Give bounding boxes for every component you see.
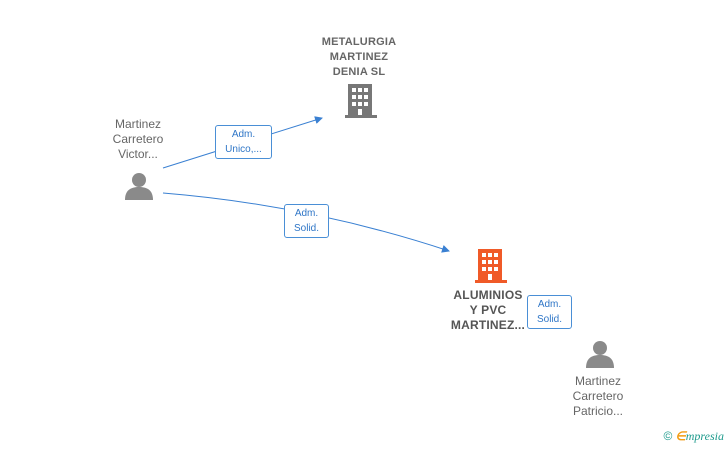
company-aluminios-label[interactable]: ALUMINIOS Y PVC MARTINEZ...: [450, 288, 526, 332]
building-icon[interactable]: [475, 249, 507, 283]
copyright-symbol: ©: [663, 429, 673, 443]
person-icon[interactable]: [585, 340, 615, 368]
edge-label-adm-solid[interactable]: Adm. Solid.: [284, 204, 329, 238]
person-icon[interactable]: [124, 172, 154, 200]
company-metalurgia-label[interactable]: METALURGIA MARTINEZ DENIA SL: [321, 36, 397, 78]
edge-label-adm-unico[interactable]: Adm. Unico,...: [215, 125, 272, 159]
edge-label-adm-solid[interactable]: Adm. Solid.: [527, 295, 572, 329]
brand-name: mpresia: [685, 429, 724, 443]
building-icon[interactable]: [345, 84, 377, 118]
person-victor-label[interactable]: Martinez Carretero Victor...: [112, 117, 164, 161]
brand-initial: ∈: [675, 429, 686, 443]
empresia-logo[interactable]: ©∈mpresia: [663, 429, 724, 444]
person-patricio-label[interactable]: Martinez Carretero Patricio...: [572, 374, 624, 418]
